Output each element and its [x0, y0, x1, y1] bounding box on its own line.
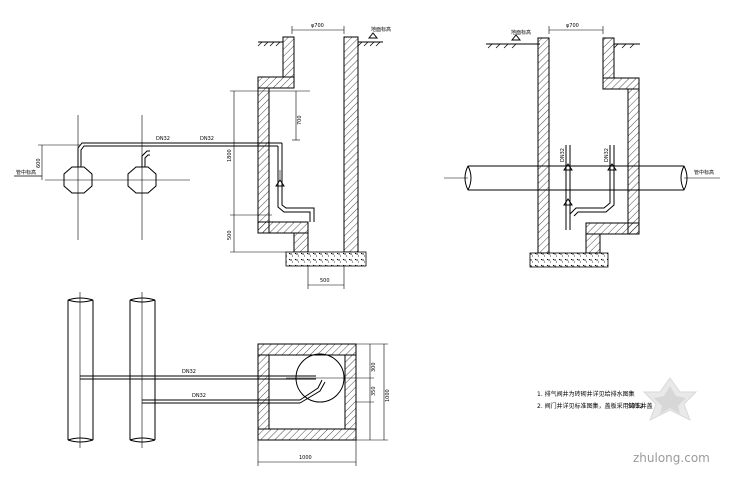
note-line-2: 2. 阀门井详见标准图集，盖板采用铸铁井盖	[537, 402, 653, 410]
section-pipe-label-1: DN32	[560, 148, 566, 162]
watermark-text: zhulong.com	[633, 451, 710, 465]
section-ground-mark: 地面标高	[511, 29, 531, 36]
left-dim-label: 600	[36, 158, 42, 168]
elevation-view: 地面标高 φ700 DN32	[154, 23, 391, 289]
dim-mid-label: 1800	[227, 149, 233, 162]
main-pipe	[444, 165, 720, 191]
plan-right-dims	[356, 343, 388, 441]
section-branches	[563, 145, 617, 230]
drawing-code: S312	[628, 403, 643, 410]
ground-line-right	[486, 34, 640, 49]
pipe-section-1	[63, 166, 93, 194]
plan-dim-1000-vertical: 1000	[385, 389, 391, 402]
pipe-section-2	[127, 166, 157, 194]
plan-dim-350: 350	[371, 386, 377, 396]
vertical-dimensions	[230, 90, 310, 253]
section-view: 地面标高 φ700	[444, 23, 720, 268]
riser-pipe	[154, 142, 315, 222]
ground-mark-label: 地面标高	[371, 26, 391, 33]
plan-view: DN32 DN32 300 350 1000 1000	[67, 292, 391, 466]
dim-top-label: 700	[297, 115, 303, 125]
section-pipe-label-2: DN32	[604, 148, 610, 162]
plan-long-pipes	[67, 292, 156, 448]
top-width-label: φ700	[311, 23, 324, 29]
ground-line	[257, 32, 383, 47]
plan-chamber	[257, 343, 357, 441]
dim-bottom-label: 500	[227, 230, 233, 240]
watermark-logo	[642, 377, 698, 422]
notes: 1. 排气阀井为砖砌井详见给排水图集 2. 阀门井详见标准图集，盖板采用铸铁井盖…	[537, 390, 653, 410]
section-concrete-base	[529, 252, 609, 268]
plan-branch-pipes	[80, 375, 326, 404]
plan-pipe-upper: DN32	[182, 369, 196, 375]
plan-pipe-lower: DN32	[192, 393, 206, 399]
section-right-mark: 管中标高	[694, 169, 714, 176]
section-top-width: φ700	[566, 23, 579, 29]
concrete-base	[285, 251, 367, 267]
plan-dim-300: 300	[371, 362, 377, 372]
pipe-label-left: DN32	[156, 136, 170, 142]
plan-bottom-dim-label: 1000	[299, 455, 312, 461]
section-walls	[537, 37, 640, 254]
note-line-1: 1. 排气阀井为砖砌井详见给排水图集	[537, 390, 635, 398]
chamber-walls	[257, 36, 359, 253]
pipe-label-right: DN32	[200, 136, 214, 142]
left-elev-mark: 管中标高	[16, 169, 36, 176]
pipe-cross-sections	[38, 115, 190, 240]
base-dim-label: 500	[320, 278, 330, 284]
